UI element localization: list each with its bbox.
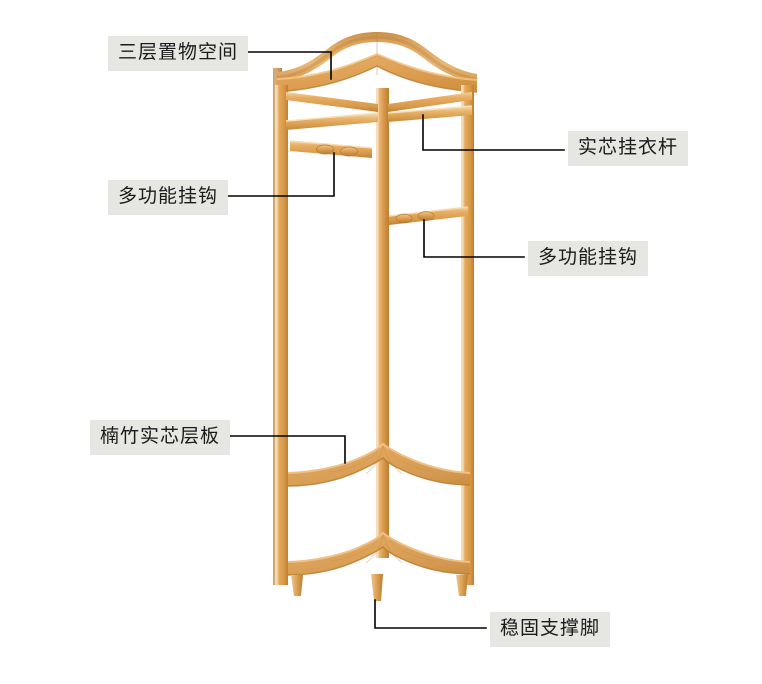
callout-solid-hanging-rod: 实芯挂衣杆 [568, 131, 689, 166]
center-corner-post [376, 88, 389, 558]
support-feet [291, 574, 468, 601]
hook [417, 211, 435, 221]
hook [340, 146, 358, 157]
callout-bamboo-solid-shelf-board: 楠竹实芯层板 [90, 420, 231, 455]
hook [316, 144, 334, 155]
support-foot [456, 575, 468, 596]
front-left-post [275, 85, 288, 585]
leader-hooks-upper [223, 152, 335, 197]
leader-solid-hanging-rod [422, 114, 565, 151]
middle-shelf [287, 442, 471, 487]
callout-three-tier-storage: 三层置物空间 [108, 36, 249, 71]
top-shelf [276, 52, 478, 93]
callout-multi-function-hooks-lower: 多功能挂钩 [528, 241, 649, 276]
corner-coat-rack [273, 32, 478, 601]
callout-multi-function-hooks-upper: 多功能挂钩 [108, 180, 229, 215]
upper-frame-rail [286, 92, 472, 112]
hook [395, 213, 413, 224]
leader-support-feet [374, 599, 487, 629]
leader-shelf-board [225, 435, 346, 464]
lower-hook-rail [388, 206, 469, 225]
front-right-post [461, 85, 474, 585]
support-foot [291, 575, 303, 596]
leader-three-tier-storage [243, 51, 332, 80]
support-foot [371, 574, 383, 601]
solid-hanging-rod [285, 105, 473, 130]
bottom-shelf [287, 531, 471, 576]
leader-hooks-lower [423, 219, 525, 258]
upper-hook-rail [289, 140, 373, 158]
callout-stable-support-feet: 稳固支撑脚 [490, 612, 611, 647]
leader-lines [223, 51, 565, 629]
